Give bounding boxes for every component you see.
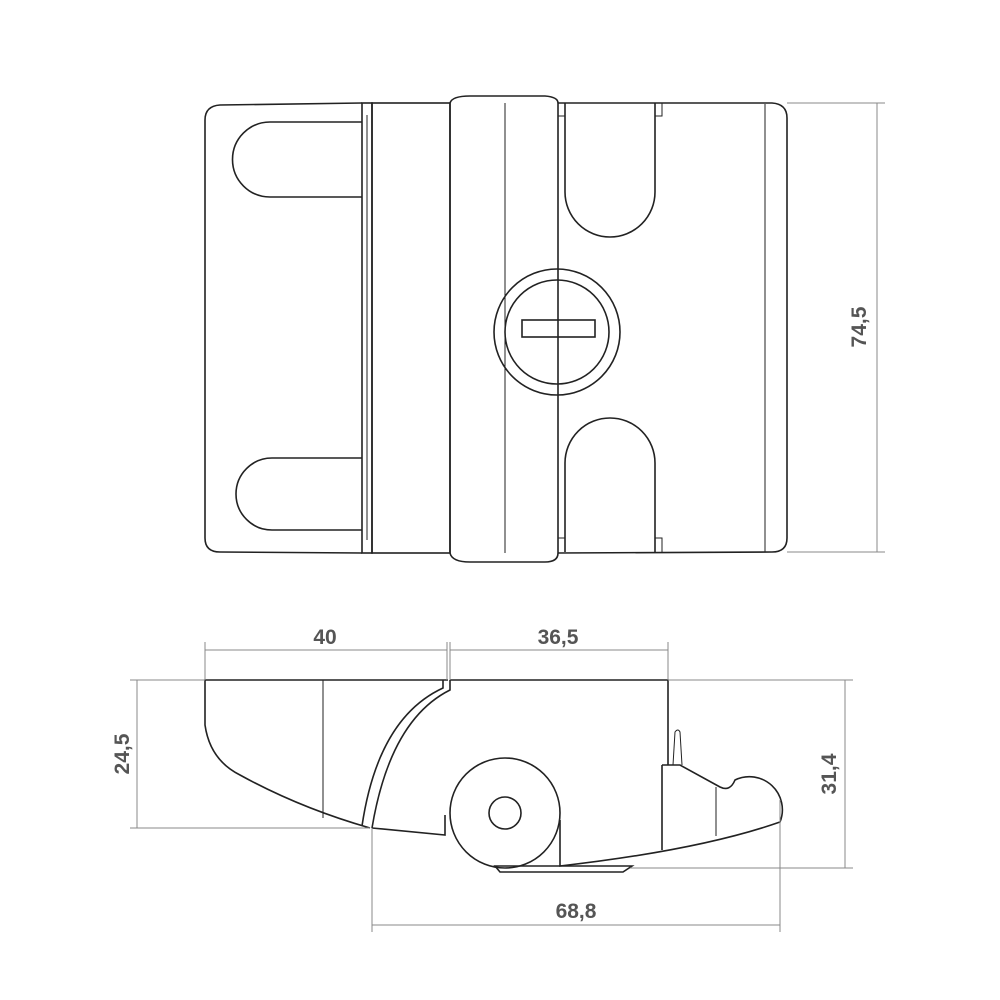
middle-band bbox=[371, 102, 451, 554]
dim-width-right: 36,5 bbox=[537, 626, 579, 649]
left-slot-top bbox=[231, 121, 362, 198]
right-slot-bottom bbox=[564, 417, 656, 552]
dim-depth-right: 31,4 bbox=[818, 753, 841, 795]
left-slot-bottom bbox=[235, 457, 362, 531]
roller-axle bbox=[488, 796, 522, 830]
left-body bbox=[204, 679, 448, 829]
roller bbox=[449, 757, 561, 869]
lock-cylinder-outer bbox=[493, 268, 621, 396]
dim-height-top: 74,5 bbox=[848, 306, 871, 348]
pawl bbox=[559, 764, 784, 867]
dim-width-left: 40 bbox=[313, 626, 337, 649]
right-body bbox=[450, 679, 669, 765]
top-view bbox=[204, 95, 788, 563]
dim-total-length: 68,8 bbox=[555, 900, 597, 923]
right-slot-top bbox=[564, 103, 656, 238]
pivot-arc bbox=[361, 680, 451, 829]
right-leaf bbox=[557, 102, 788, 554]
key-slot bbox=[521, 319, 596, 338]
knuckle bbox=[449, 95, 559, 563]
side-view bbox=[204, 679, 784, 873]
lock-cylinder-inner bbox=[504, 279, 610, 385]
base-plate bbox=[493, 865, 635, 873]
dim-depth-left: 24,5 bbox=[111, 733, 134, 775]
left-leaf bbox=[204, 102, 363, 554]
dimension-lines bbox=[130, 102, 885, 932]
